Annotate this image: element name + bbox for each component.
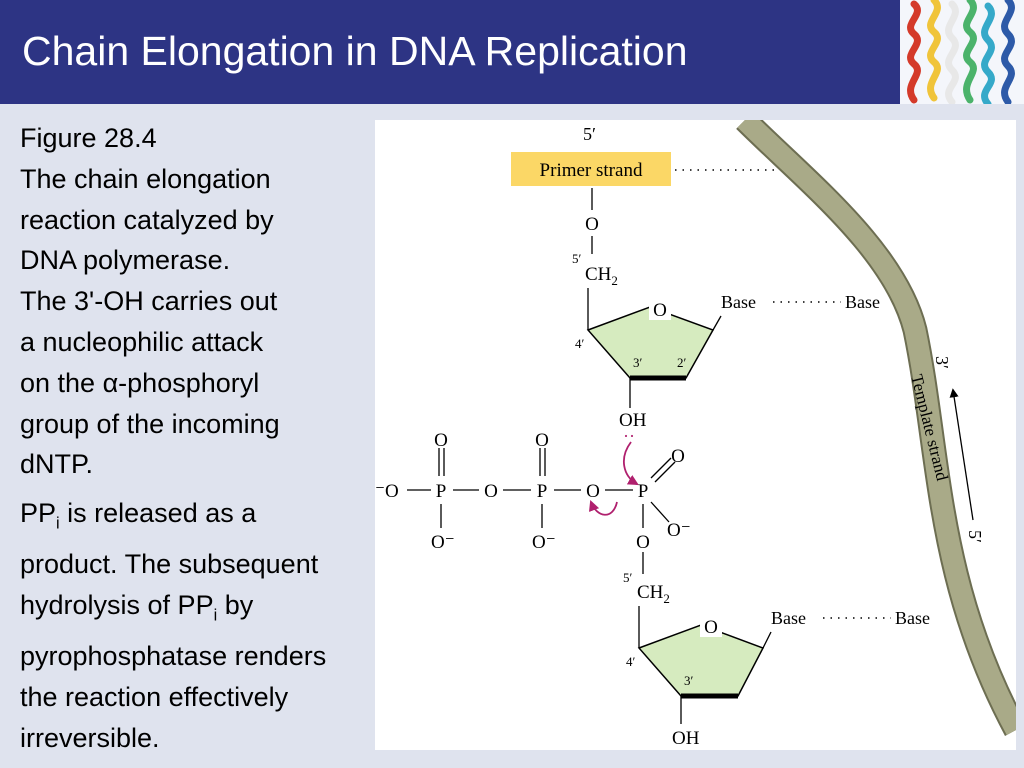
protein-structure-image (900, 0, 1024, 108)
caption-line: on the α-phosphoryl (20, 367, 260, 398)
attack-arrow (623, 441, 639, 486)
four-prime-label: 4′ (626, 654, 636, 669)
caption-line: by (217, 590, 254, 621)
oxygen-anion: ⁻O (375, 481, 399, 502)
four-prime-label: 4′ (575, 336, 585, 351)
oxygen-anion: O⁻ (431, 532, 455, 553)
phosphorus-beta: P (537, 481, 548, 502)
figure-caption: Figure 28.4 The chain elongation reactio… (20, 118, 380, 759)
reaction-diagram: Template strand 3′ 5′ 5′ Primer strand O… (375, 111, 1024, 749)
bond-break-arrow (588, 499, 618, 516)
three-prime-label: 3′ (932, 356, 952, 369)
ring-oxygen: O (704, 617, 718, 638)
template-base-label: Base (895, 608, 930, 628)
template-strand-fill (737, 112, 1024, 735)
two-prime-label: 2′ (677, 355, 687, 370)
oxygen-atom: O (535, 430, 549, 451)
five-prime-label: 5′ (965, 530, 985, 543)
caption-line: reaction catalyzed by (20, 204, 274, 235)
bond (650, 457, 672, 479)
ring-oxygen-backdrop (649, 298, 671, 320)
oxygen-anion: O⁻ (667, 520, 691, 541)
base-label: Base (771, 608, 806, 628)
ring-oxygen-backdrop (700, 615, 722, 637)
caption-line: The chain elongation (20, 163, 271, 194)
bridging-oxygen: O (586, 481, 600, 502)
slide-header: Chain Elongation in DNA Replication (0, 0, 1024, 108)
primer-strand-label: Primer strand (540, 160, 643, 181)
five-prime-label: 5′ (583, 124, 596, 144)
bond (712, 315, 722, 331)
bond (650, 501, 670, 523)
caption-paragraph-1: Figure 28.4 The chain elongation reactio… (20, 118, 380, 485)
oxygen-atom: O (671, 446, 685, 467)
caption-line: DNA polymerase. (20, 245, 231, 276)
oxygen-anion: O⁻ (532, 532, 556, 553)
base-label: Base (721, 292, 756, 312)
phosphorus-alpha: P (638, 481, 649, 502)
caption-line: hydrolysis of PP (20, 590, 214, 621)
caption-paragraph-2: PPi is released as a product. The subseq… (20, 493, 380, 759)
deoxyribose-ring (586, 306, 715, 379)
hydroxyl-group: OH (672, 728, 700, 749)
direction-arrow (949, 388, 974, 521)
bond (654, 461, 676, 483)
primer-strand-box (511, 152, 671, 186)
caption-line: product. The subsequent (20, 549, 319, 580)
template-strand-label: Template strand (907, 372, 952, 483)
oxygen-atom: O (636, 532, 650, 553)
caption-line: irreversible. (20, 722, 160, 753)
oxygen-atom: O (585, 214, 599, 235)
caption-line: dNTP. (20, 449, 94, 480)
slide-title: Chain Elongation in DNA Replication (22, 28, 688, 74)
bond (762, 631, 772, 649)
ring-oxygen: O (653, 300, 667, 321)
caption-line: group of the incoming (20, 408, 280, 439)
ch2-group: CH2 (637, 582, 670, 606)
five-prime-label: 5′ (623, 570, 633, 585)
subscript-i: i (213, 606, 218, 625)
deoxyribose-ring (637, 624, 765, 697)
hydroxyl-group: OH (619, 410, 647, 431)
protein-helix-icon (907, 0, 1015, 108)
caption-line: the reaction effectively (20, 682, 289, 713)
caption-line: pyrophosphatase renders (20, 641, 327, 672)
template-base-label: Base (845, 292, 880, 312)
caption-line: The 3'-OH carries out (20, 286, 278, 317)
oxygen-atom: O (434, 430, 448, 451)
lone-pair: ·· (623, 426, 635, 446)
three-prime-label: 3′ (633, 355, 643, 370)
pp-text: PP (20, 498, 57, 529)
three-prime-label: 3′ (684, 673, 694, 688)
phosphorus-gamma: P (436, 481, 447, 502)
caption-line: is released as a (59, 498, 257, 529)
subscript-i: i (56, 514, 60, 533)
oxygen-atom: O (484, 481, 498, 502)
ch2-group: CH2 (585, 264, 618, 288)
caption-line: a nucleophilic attack (20, 326, 264, 357)
reaction-figure: Template strand 3′ 5′ 5′ Primer strand O… (375, 111, 1024, 750)
five-prime-label: 5′ (572, 251, 582, 266)
figure-label: Figure 28.4 (20, 123, 157, 153)
